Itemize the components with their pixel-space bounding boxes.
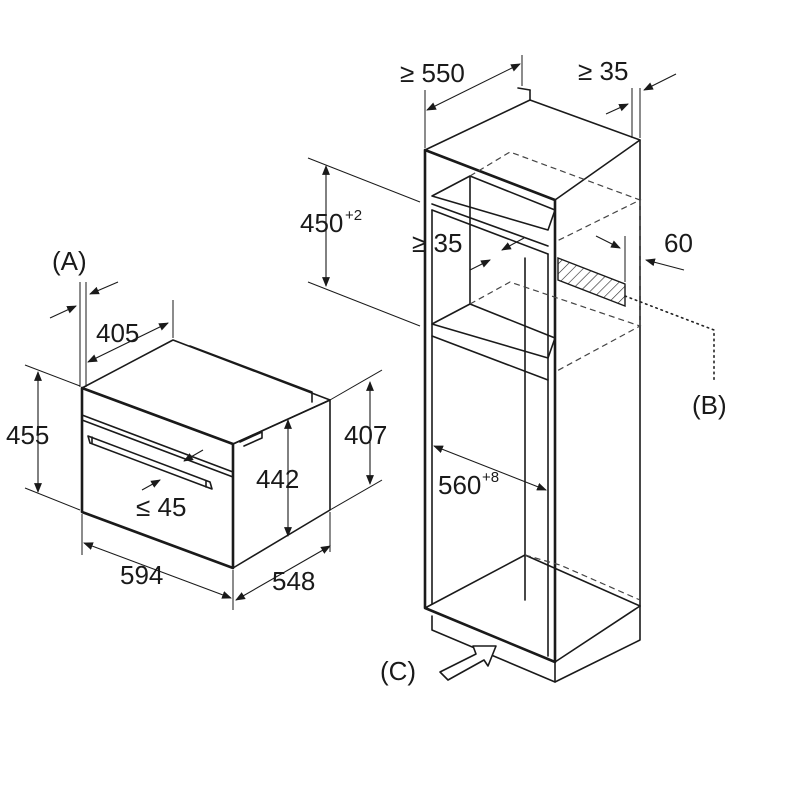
dim-560-label: 560 bbox=[438, 470, 481, 500]
dim-548 bbox=[235, 512, 331, 601]
dim-450-tolerance: +2 bbox=[345, 207, 362, 224]
dim-560 bbox=[433, 445, 547, 491]
dim-60 bbox=[595, 235, 685, 282]
dim-550-label: ≥ 550 bbox=[400, 58, 465, 88]
dim-35-shelf-label: ≥ 35 bbox=[412, 228, 462, 258]
dim-550 bbox=[424, 55, 523, 148]
label-b: (B) bbox=[692, 390, 727, 420]
oven-handle bbox=[87, 435, 213, 490]
dim-450-label: 450 bbox=[300, 208, 343, 238]
dim-407-label: 407 bbox=[344, 420, 387, 450]
dim-handle-clearance bbox=[141, 449, 204, 491]
dim-handle-clearance-label: ≤ 45 bbox=[136, 492, 186, 522]
dim-455-label: 455 bbox=[6, 420, 49, 450]
dim-548-label: 548 bbox=[272, 566, 315, 596]
cabinet-hidden-lines bbox=[469, 151, 642, 601]
label-a-guides bbox=[49, 281, 119, 387]
dim-35-top bbox=[605, 73, 677, 138]
label-c: (C) bbox=[380, 656, 416, 686]
dim-455 bbox=[24, 364, 81, 511]
dim-594 bbox=[81, 514, 234, 610]
ventilation-opening bbox=[557, 256, 715, 383]
dim-560-tolerance: +8 bbox=[482, 469, 499, 486]
air-inlet-arrow bbox=[439, 645, 497, 681]
cabinet-body bbox=[423, 87, 641, 683]
dim-407 bbox=[329, 369, 383, 511]
dim-594-label: 594 bbox=[120, 560, 163, 590]
label-a: (A) bbox=[52, 246, 87, 276]
dim-35-shelf bbox=[469, 237, 525, 271]
dim-35-top-label: ≥ 35 bbox=[578, 56, 628, 86]
dim-405 bbox=[87, 300, 174, 363]
dim-450 bbox=[307, 157, 421, 327]
dim-60-label: 60 bbox=[664, 228, 693, 258]
dim-442-label: 442 bbox=[256, 464, 299, 494]
dim-405-label: 405 bbox=[96, 318, 139, 348]
